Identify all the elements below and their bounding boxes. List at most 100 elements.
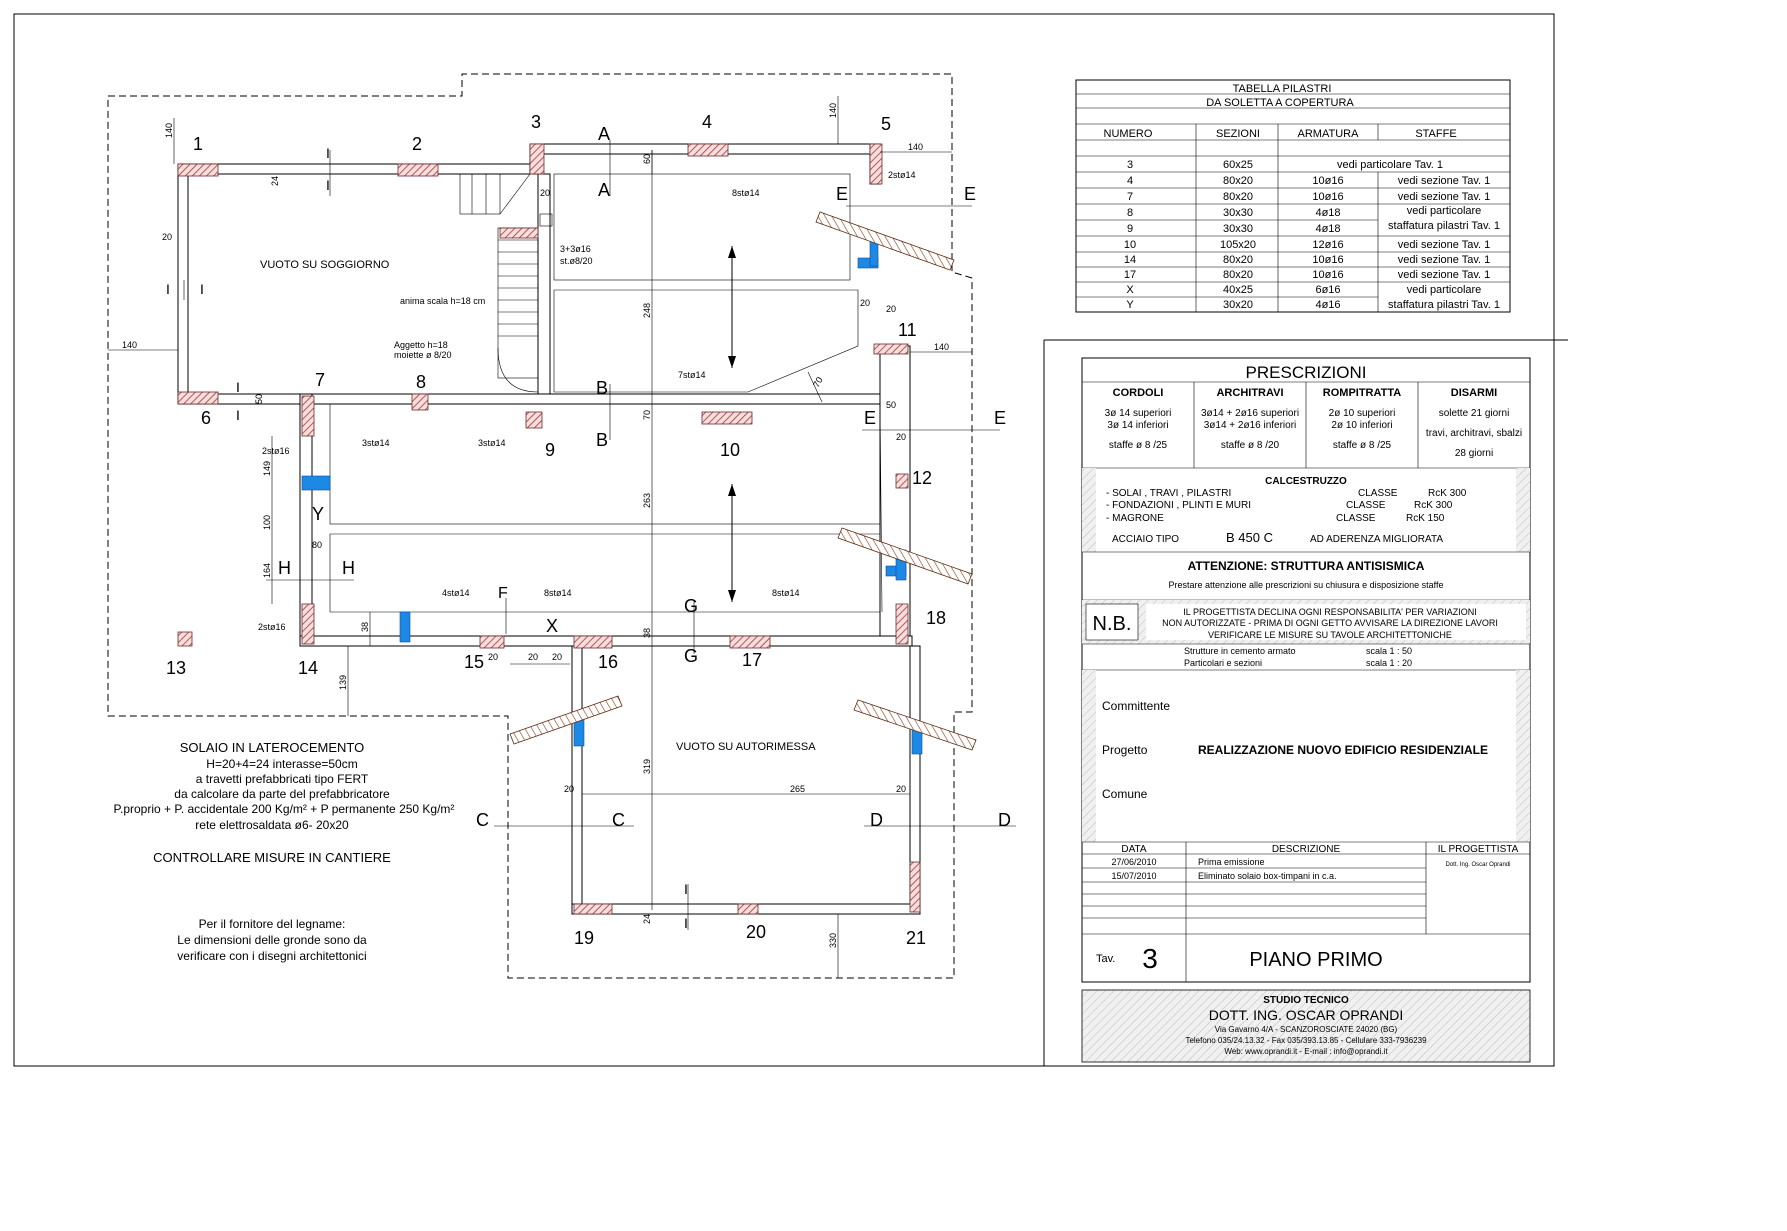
nb-line-3: VERIFICARE LE MISURE SU TAVOLE ARCHITETT… <box>1208 630 1452 640</box>
section-mark-e-2: E <box>964 184 976 204</box>
section-mark-g-bottom: G <box>684 646 698 666</box>
pillar-number-20: 20 <box>746 922 766 942</box>
calc-classe: CLASSE <box>1336 513 1376 524</box>
scala-label-1: Strutture in cemento armato <box>1184 646 1296 656</box>
nb-label: N.B. <box>1093 613 1132 635</box>
disarmi-l3: 28 giorni <box>1455 448 1493 459</box>
legname-note: Per il fornitore del legname: Le dimensi… <box>177 917 367 963</box>
acciaio-value: B 450 C <box>1226 530 1273 545</box>
rev-row-desc: Eliminato solaio box-timpani in c.a. <box>1198 871 1337 881</box>
pillar-row-num: 10 <box>1124 239 1136 251</box>
dim-149: 149 <box>262 461 272 476</box>
annotation-st-14: 2stø16 <box>258 622 286 632</box>
pillar-row-num: Y <box>1126 299 1134 311</box>
pillar-number-9: 9 <box>545 440 555 460</box>
cordoli-l1: 3ø 14 superiori <box>1105 408 1172 419</box>
dim-164: 164 <box>262 563 272 578</box>
legname-line-3: verificare con i disegni architettonici <box>177 949 366 963</box>
pillar-number-4: 4 <box>702 112 712 132</box>
section-mark-i-5: I <box>236 379 240 395</box>
pillar-number-15: 15 <box>464 652 484 672</box>
section-mark-c-right: C <box>612 810 625 830</box>
calc-item: - MAGRONE <box>1106 513 1164 524</box>
pillar-table-header-numero: NUMERO <box>1104 128 1153 140</box>
pillar-number-17: 17 <box>742 650 762 670</box>
dim-50-b: 50 <box>254 394 264 404</box>
disarmi-l1: solette 21 giorni <box>1439 408 1510 419</box>
pillars <box>177 143 921 915</box>
dim-20-f: 20 <box>896 784 906 794</box>
legname-line-1: Per il fornitore del legname: <box>199 917 346 931</box>
pillar-number-13: 13 <box>166 658 186 678</box>
solaio-line-3: a travetti prefabbricati tipo FERT <box>196 772 369 786</box>
pillar-row-sez: 105x20 <box>1220 239 1256 251</box>
nb-line-1: IL PROGETTISTA DECLINA OGNI RESPONSABILI… <box>1183 607 1476 617</box>
pillar-row-staffe: vedi particolare <box>1407 205 1482 217</box>
studio-stamp: STUDIO TECNICO DOTT. ING. OSCAR OPRANDI … <box>1081 989 1531 1063</box>
acciaio-note: AD ADERENZA MIGLIORATA <box>1310 534 1443 545</box>
pillar-row-arm: 10ø16 <box>1312 254 1343 266</box>
section-mark-y: Y <box>312 504 324 524</box>
dim-248: 248 <box>642 303 652 318</box>
pillar-number-7: 7 <box>315 370 325 390</box>
plan-labels: VUOTO SU SOGGIORNO VUOTO SU AUTORIMESSA … <box>122 103 1011 948</box>
dim-20-j: 20 <box>488 652 498 662</box>
dim-30: 20 <box>860 298 870 308</box>
dim-70-a: 70 <box>642 410 652 420</box>
progetto-value: REALIZZAZIONE NUOVO EDIFICIO RESIDENZIAL… <box>1198 743 1488 757</box>
pillar-row-sez: 80x20 <box>1223 269 1253 281</box>
title-block: PRESCRIZIONI CORDOLI 3ø 14 superiori 3ø … <box>1081 357 1531 983</box>
annotation-st-9: 3stø14 <box>478 438 506 448</box>
solaio-line-7: CONTROLLARE MISURE IN CANTIERE <box>153 850 391 865</box>
pillar-row-num: 17 <box>1124 269 1136 281</box>
dim-20-g: 20 <box>564 784 574 794</box>
pillar-row-num: 7 <box>1127 191 1133 203</box>
cordoli-head: CORDOLI <box>1113 387 1164 399</box>
pillar-number-5: 5 <box>881 114 891 134</box>
rev-header-data: DATA <box>1121 844 1147 855</box>
pillar-table-title-1: TABELLA PILASTRI <box>1233 83 1332 95</box>
annotation-st-10: 7stø14 <box>678 370 706 380</box>
section-mark-d-left: D <box>870 810 883 830</box>
section-mark-f: F <box>498 585 508 602</box>
annotation-st-15: 4stø14 <box>442 588 470 598</box>
pillar-row-staffe: staffatura pilastri Tav. 1 <box>1388 220 1500 232</box>
tav-number: 3 <box>1142 943 1158 974</box>
annotation-aggetto-2: moiette ø 8/20 <box>394 350 452 360</box>
dim-38-b: 38 <box>642 628 652 638</box>
section-mark-b-top: B <box>596 378 608 398</box>
section-mark-e-3: E <box>864 408 876 428</box>
pillar-row-arm: 4ø18 <box>1315 207 1340 219</box>
calc-rck: RcK 150 <box>1406 513 1445 524</box>
section-mark-i-6: I <box>236 407 240 423</box>
pillar-number-12: 12 <box>912 468 932 488</box>
dim-60: 60 <box>642 154 652 164</box>
rev-row-prog: Dott. Ing. Oscar Oprandi <box>1445 862 1510 868</box>
studio-line-1: STUDIO TECNICO <box>1263 995 1349 1006</box>
dim-139: 139 <box>338 675 348 690</box>
pillar-table-header-armatura: ARMATURA <box>1298 128 1360 140</box>
pillar-table: TABELLA PILASTRI DA SOLETTA A COPERTURA … <box>1075 79 1511 313</box>
pillar-row-num: X <box>1126 284 1134 296</box>
solaio-line-5: P.proprio + P. accidentale 200 Kg/m² + P… <box>114 802 455 816</box>
scala-label-2: Particolari e sezioni <box>1184 658 1262 668</box>
pillar-number-8: 8 <box>416 372 426 392</box>
section-mark-h-left: H <box>278 558 291 578</box>
nb-line-2: NON AUTORIZZATE - PRIMA DI OGNI GETTO AV… <box>1162 618 1498 628</box>
pillar-row-sez: 80x20 <box>1223 191 1253 203</box>
pillar-row-sez: 30x30 <box>1223 223 1253 235</box>
annotation-st-7a: 2stø16 <box>262 446 290 456</box>
studio-line-3: Via Gavarno 4/A - SCANZOROSCIATE 24020 (… <box>1215 1025 1398 1034</box>
floor-plan <box>107 73 1016 979</box>
pillar-row-num: 3 <box>1127 159 1133 171</box>
pillar-number-14: 14 <box>298 658 318 678</box>
section-mark-a-top: A <box>598 124 610 144</box>
comune-label: Comune <box>1102 787 1148 801</box>
dim-20-h: 20 <box>528 652 538 662</box>
tav-label: Tav. <box>1096 953 1115 965</box>
dim-140-v2: 140 <box>828 103 838 118</box>
solaio-line-2: H=20+4=24 interasse=50cm <box>206 757 357 771</box>
dim-265: 265 <box>790 784 805 794</box>
studio-line-2: DOTT. ING. OSCAR OPRANDI <box>1209 1007 1403 1023</box>
dim-20-a: 20 <box>162 232 172 242</box>
